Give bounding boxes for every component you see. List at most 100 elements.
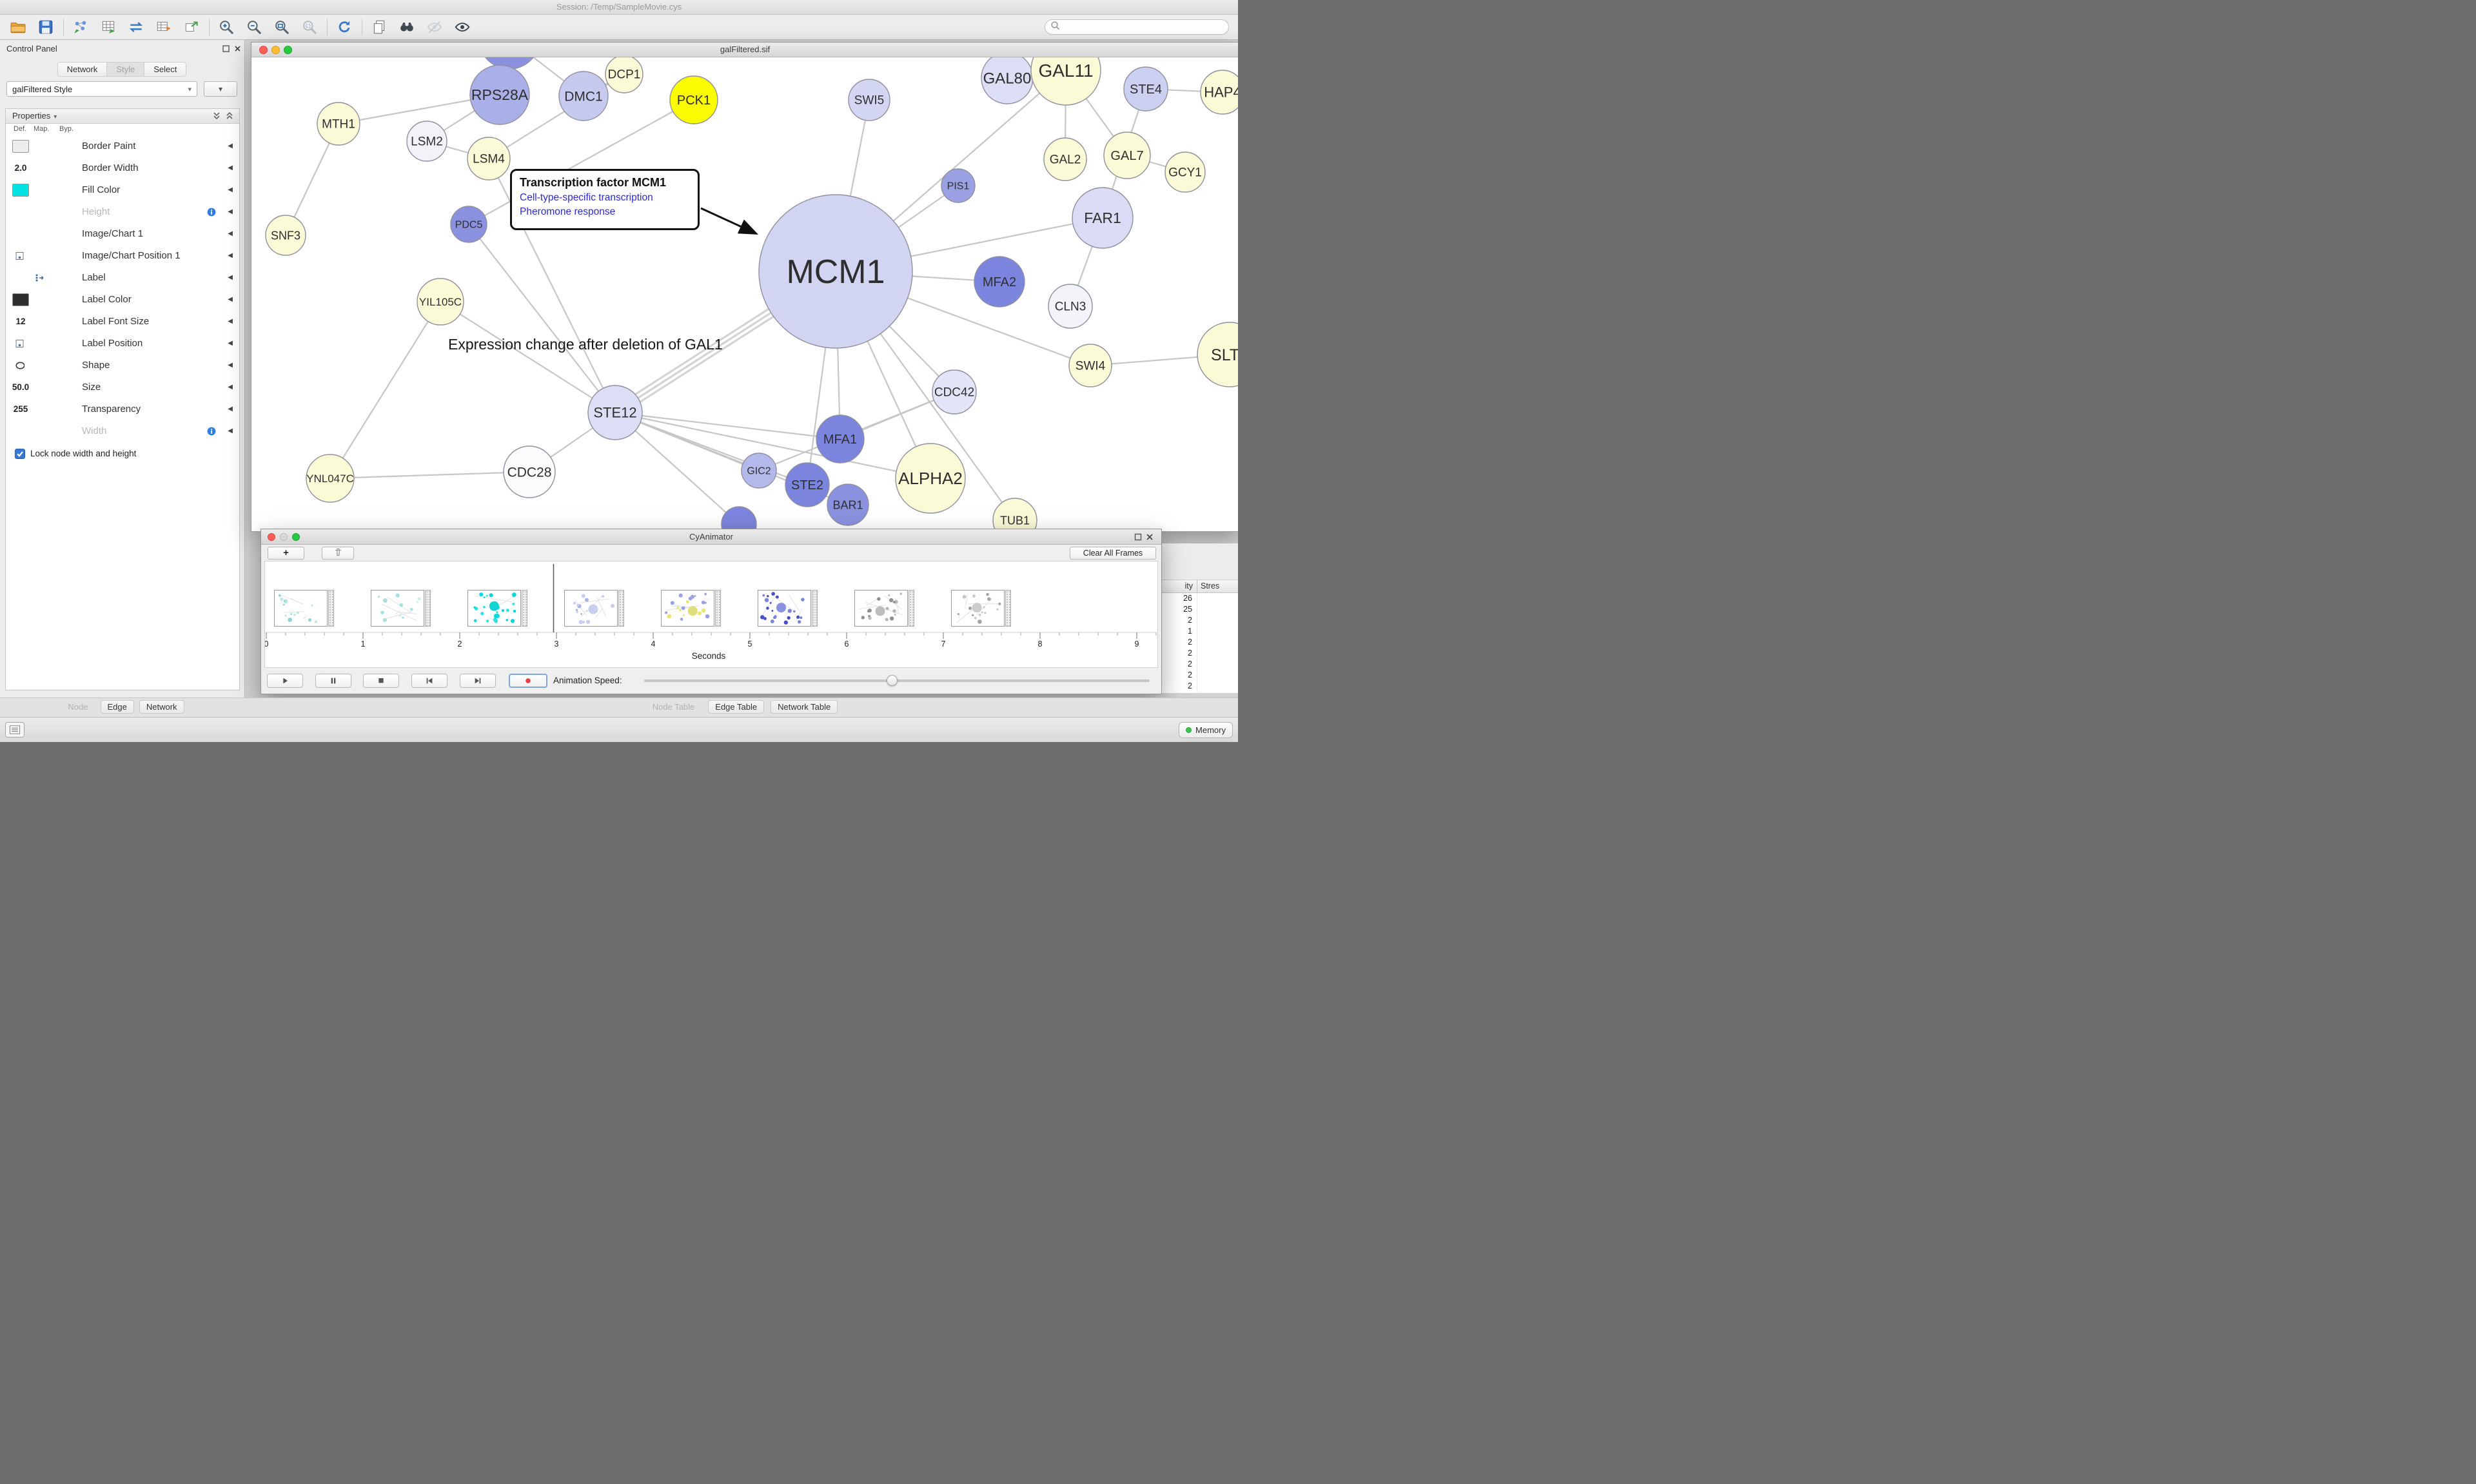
network-node-BAR1[interactable]: BAR1	[827, 483, 869, 526]
property-row-label-color[interactable]: Label Color◀	[6, 289, 239, 311]
import-network-file-button[interactable]	[69, 17, 92, 37]
property-row-image-chart-position-1[interactable]: Image/Chart Position 1◀	[6, 245, 239, 267]
expand-arrow-icon[interactable]: ◀	[228, 296, 233, 303]
expand-arrow-icon[interactable]: ◀	[228, 208, 233, 215]
network-node-RPS28A[interactable]: RPS28A	[469, 64, 530, 125]
network-edge[interactable]	[468, 99, 694, 225]
panel-tab-network[interactable]: Network	[139, 700, 184, 714]
record-button[interactable]	[509, 674, 547, 688]
zoom-selected-button[interactable]	[298, 17, 321, 37]
expand-arrow-icon[interactable]: ◀	[228, 252, 233, 259]
network-node-GIC2[interactable]: GIC2	[741, 453, 777, 489]
play-button[interactable]	[267, 674, 303, 688]
table-cell[interactable]	[1197, 681, 1238, 692]
network-node-YIL105C[interactable]: YIL105C	[417, 278, 464, 326]
property-row-shape[interactable]: Shape◀	[6, 355, 239, 376]
stop-button[interactable]	[363, 674, 399, 688]
network-node-FAR1[interactable]: FAR1	[1072, 187, 1134, 249]
table-cell[interactable]: 2	[1161, 615, 1197, 626]
frame-drag-handle[interactable]	[522, 590, 527, 627]
table-cell[interactable]	[1197, 648, 1238, 659]
network-edge[interactable]	[440, 301, 616, 413]
frame-thumbnail-0[interactable]	[274, 590, 335, 627]
default-value-swatch[interactable]	[12, 140, 29, 153]
expand-arrow-icon[interactable]: ◀	[228, 230, 233, 237]
network-node-MTH1[interactable]: MTH1	[317, 102, 360, 146]
table-cell[interactable]: 25	[1161, 604, 1197, 615]
frame-drag-handle[interactable]	[1005, 590, 1011, 627]
tab-select[interactable]: Select	[144, 62, 187, 77]
network-node-GAL11[interactable]: GAL11	[1030, 57, 1101, 106]
skip-start-button[interactable]	[411, 674, 447, 688]
table-row[interactable]: 2	[1161, 637, 1238, 648]
lock-size-row[interactable]: Lock node width and height	[6, 445, 239, 462]
minimize-window-button[interactable]	[271, 46, 280, 54]
network-node-STE4[interactable]: STE4	[1123, 66, 1168, 112]
hide-selected-button[interactable]	[423, 17, 446, 37]
network-node-CDC28[interactable]: CDC28	[503, 445, 556, 498]
table-cell[interactable]	[1197, 637, 1238, 648]
zoom-window-button[interactable]	[292, 532, 300, 541]
zoom-window-button[interactable]	[284, 46, 292, 54]
import-table-file-button[interactable]	[97, 17, 120, 37]
default-value[interactable]: 50.0	[12, 382, 30, 392]
style-options-button[interactable]: ▾	[204, 81, 237, 97]
animation-speed-slider[interactable]	[644, 671, 1150, 690]
expand-arrow-icon[interactable]: ◀	[228, 340, 233, 347]
pause-button[interactable]	[315, 674, 351, 688]
style-selector[interactable]: galFiltered Style ▾	[6, 81, 197, 97]
table-cell[interactable]	[1197, 604, 1238, 615]
network-node-SWI5[interactable]: SWI5	[848, 79, 890, 121]
network-node-SLT2[interactable]: SLT2	[1197, 322, 1238, 387]
network-node-PCK1[interactable]: PCK1	[669, 75, 718, 124]
network-node-ALPHA2[interactable]: ALPHA2	[895, 443, 966, 514]
table-cell[interactable]: 26	[1161, 593, 1197, 604]
table-cell[interactable]: 1	[1161, 626, 1197, 637]
annotation-link[interactable]: Cell-type-specific transcription	[520, 192, 653, 203]
table-row[interactable]: 2	[1161, 670, 1238, 681]
network-edge[interactable]	[488, 158, 616, 413]
tab-network[interactable]: Network	[57, 62, 108, 77]
table-cell[interactable]	[1197, 615, 1238, 626]
show-all-button[interactable]	[451, 17, 474, 37]
network-node-CDC42[interactable]: CDC42	[932, 369, 977, 415]
collapse-all-icon[interactable]	[212, 111, 221, 125]
panel-tab-node[interactable]: Node	[68, 702, 88, 712]
table-cell[interactable]	[1197, 659, 1238, 670]
default-value-icon[interactable]	[15, 361, 25, 373]
network-window-titlebar[interactable]: galFiltered.sif	[251, 43, 1238, 57]
zoom-out-button[interactable]	[242, 17, 266, 37]
frame-drag-handle[interactable]	[618, 590, 624, 627]
search-input[interactable]	[1060, 21, 1228, 33]
frame-thumbnail-6[interactable]	[854, 590, 915, 627]
find-button[interactable]	[395, 17, 418, 37]
default-value-icon[interactable]	[15, 251, 25, 264]
property-row-label-position[interactable]: Label Position◀	[6, 333, 239, 355]
network-node-GAL2[interactable]: GAL2	[1043, 137, 1087, 181]
clear-all-frames-button[interactable]: Clear All Frames	[1070, 547, 1156, 560]
export-table-button[interactable]	[152, 17, 175, 37]
expand-arrow-icon[interactable]: ◀	[228, 164, 233, 171]
network-node-DMC1[interactable]: DMC1	[558, 71, 609, 121]
mapping-icon[interactable]	[35, 273, 44, 286]
network-node-STE2[interactable]: STE2	[785, 462, 830, 507]
property-row-width[interactable]: Width◀	[6, 420, 239, 442]
default-value[interactable]: 2.0	[14, 163, 27, 173]
float-panel-icon[interactable]	[222, 44, 230, 56]
panel-tab-edge-table[interactable]: Edge Table	[708, 700, 765, 714]
network-node-DCP1[interactable]: DCP1	[605, 57, 644, 93]
network-node-SWI4[interactable]: SWI4	[1068, 344, 1112, 387]
panel-tab-network-table[interactable]: Network Table	[771, 700, 838, 714]
expand-arrow-icon[interactable]: ◀	[228, 427, 233, 434]
table-cell[interactable]: 2	[1161, 648, 1197, 659]
table-cell[interactable]: 2	[1161, 670, 1197, 681]
animation-timeline[interactable]: 0123456789Seconds	[264, 561, 1158, 668]
table-row[interactable]: 2	[1161, 615, 1238, 626]
frame-thumbnail-2[interactable]	[467, 590, 528, 627]
add-frame-button[interactable]: +	[268, 547, 304, 560]
expand-arrow-icon[interactable]: ◀	[228, 405, 233, 413]
